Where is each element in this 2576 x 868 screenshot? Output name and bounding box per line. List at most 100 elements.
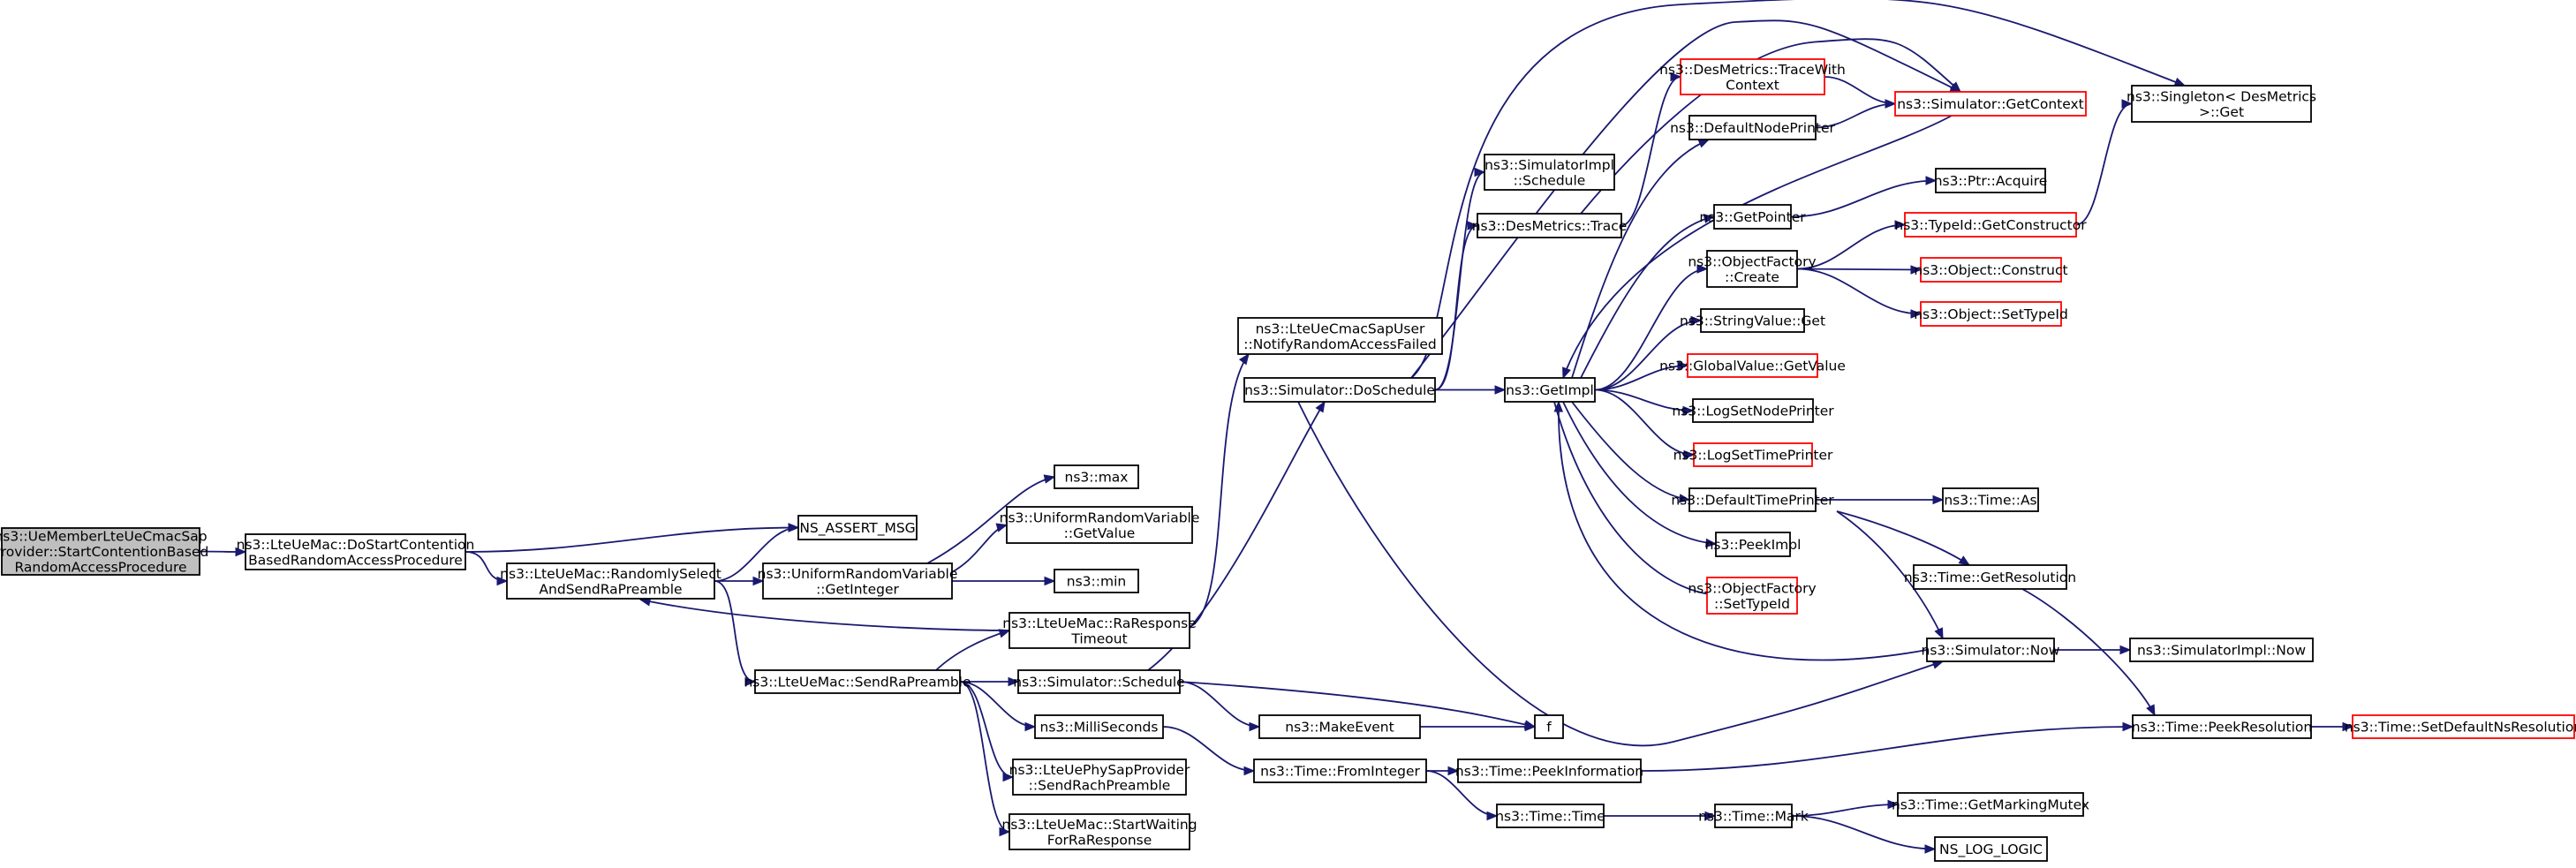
node-timeAs[interactable]: ns3::Time::As — [1942, 487, 2039, 512]
node-logSetTime[interactable]: ns3::LogSetTimePrinter — [1673, 442, 1833, 467]
node-simNow[interactable]: ns3::Simulator::Now — [1922, 638, 2060, 662]
node-simGetCtx[interactable]: ns3::Simulator::GetContext — [1894, 91, 2087, 117]
edge-arrowhead — [1043, 474, 1056, 484]
node-globalValGet[interactable]: ns3::GlobalValue::GetValue — [1659, 353, 1846, 378]
node-label: >::Get — [2199, 104, 2244, 120]
edge-line — [1562, 401, 1717, 545]
edge-arrowhead — [1670, 72, 1682, 82]
node-doStart[interactable]: ns3::LteUeMac::DoStartContentionBasedRan… — [237, 533, 475, 570]
edge-line — [1594, 320, 1702, 391]
node-milli[interactable]: ns3::MilliSeconds — [1034, 714, 1164, 739]
node-box — [1253, 759, 1427, 783]
edge-line — [1189, 353, 1250, 628]
node-simImplSchedule[interactable]: ns3::SimulatorImpl::Schedule — [1484, 154, 1615, 191]
node-objFactSetType[interactable]: ns3::ObjectFactory::SetTypeId — [1688, 577, 1817, 615]
node-label: NS_LOG_LOGIC — [1939, 842, 2043, 858]
edge-arrowhead — [1243, 766, 1256, 776]
node-label: Timeout — [1070, 630, 1127, 646]
edge-line — [1179, 681, 1260, 728]
edge-line — [2075, 102, 2133, 226]
node-getPointer[interactable]: ns3::GetPointer — [1699, 204, 1806, 230]
edge-line — [1571, 401, 1690, 501]
edge-line — [1558, 401, 1928, 661]
node-label: ns3::Ptr::Acquire — [1934, 173, 2048, 189]
node-box — [1904, 212, 2077, 238]
node-simSchedule[interactable]: ns3::Simulator::Schedule — [1013, 669, 1185, 694]
node-sendRa[interactable]: ns3::LteUeMac::SendRaPreamble — [744, 669, 971, 694]
node-randSelect[interactable]: ns3::LteUeMac::RandomlySelectAndSendRaPr… — [500, 562, 721, 600]
node-timeTime[interactable]: ns3::Time::Time — [1495, 804, 1605, 828]
node-label: ns3::Simulator::Now — [1922, 643, 2060, 659]
node-nsAssert[interactable]: NS_ASSERT_MSG — [797, 515, 918, 540]
edge-sendRa-to-sendRach — [959, 681, 1015, 782]
edge-objFactCreate-to-objSetType — [1796, 268, 1923, 319]
node-peekImpl[interactable]: ns3::PeekImpl — [1705, 532, 1802, 557]
node-peekInfo[interactable]: ns3::Time::PeekInformation — [1455, 759, 1643, 783]
node-desTrace[interactable]: ns3::DesMetrics::Trace — [1472, 213, 1628, 238]
edge-getImpl-to-logSetNode — [1594, 389, 1695, 416]
node-uniGetInt[interactable]: ns3::UniformRandomVariable::GetInteger — [758, 562, 958, 600]
edge-arrowhead — [1887, 799, 1900, 810]
node-sendRach[interactable]: ns3::LteUePhySapProvider::SendRachPreamb… — [1009, 759, 1190, 796]
node-ptrAcquire[interactable]: ns3::Ptr::Acquire — [1934, 168, 2048, 193]
node-label: ns3::max — [1065, 470, 1129, 486]
node-label: Context — [1726, 77, 1779, 93]
node-objConstruct[interactable]: ns3::Object::Construct — [1914, 257, 2068, 283]
edge-objFactCreate-to-typeGetCtor — [1796, 220, 1907, 270]
node-label: ForRaResponse — [1047, 832, 1152, 848]
edge-arrowhead — [995, 523, 1008, 532]
node-timeMark[interactable]: ns3::Time::Mark — [1698, 804, 1809, 828]
node-f[interactable]: f — [1534, 714, 1564, 739]
edge-line — [1594, 365, 1688, 391]
node-box — [1457, 759, 1642, 783]
edge-line — [1640, 726, 2134, 772]
edge-line — [465, 526, 799, 553]
edge-defTimePrinter-to-timeGetRes — [1836, 510, 1971, 566]
edge-arrowhead — [1696, 264, 1709, 274]
node-objFactCreate[interactable]: ns3::ObjectFactory::Create — [1688, 250, 1817, 288]
node-getImpl[interactable]: ns3::GetImpl — [1504, 377, 1596, 403]
node-objSetType[interactable]: ns3::Object::SetTypeId — [1914, 301, 2068, 327]
node-doSchedule[interactable]: ns3::Simulator::DoSchedule — [1243, 377, 1436, 403]
node-notifyFail[interactable]: ns3::LteUeCmacSapUser::NotifyRandomAcces… — [1237, 317, 1443, 355]
edge-getImpl-to-getPointer — [1580, 214, 1716, 379]
node-box — [1054, 569, 1139, 593]
node-label: ns3::GlobalValue::GetValue — [1659, 359, 1846, 374]
node-getMutex[interactable]: ns3::Time::GetMarkingMutex — [1892, 792, 2089, 817]
edge-arrowhead — [1910, 309, 1923, 319]
node-singletonGet[interactable]: ns3::Singleton< DesMetrics >::Get — [2127, 85, 2316, 123]
edge-arrowhead — [1315, 400, 1326, 413]
edge-arrowhead — [1682, 405, 1695, 416]
node-box — [2129, 638, 2314, 662]
edge-root-to-doStart — [199, 547, 247, 557]
node-defTimePrinter[interactable]: ns3::DefaultTimePrinter — [1671, 487, 1834, 512]
node-label: NS_ASSERT_MSG — [799, 520, 915, 537]
edge-line — [1580, 38, 1961, 215]
node-box — [245, 533, 466, 570]
node-min[interactable]: ns3::min — [1054, 569, 1139, 593]
node-uniGetVal[interactable]: ns3::UniformRandomVariable::GetValue — [1000, 506, 1200, 544]
node-timeGetRes[interactable]: ns3::Time::GetResolution — [1904, 564, 2076, 590]
node-peekRes[interactable]: ns3::Time::PeekResolution — [2132, 714, 2312, 739]
node-nsLogLogic[interactable]: NS_LOG_LOGIC — [1934, 836, 2048, 862]
node-simImplNow[interactable]: ns3::SimulatorImpl::Now — [2129, 638, 2314, 662]
edge-raTimeout-to-notifyFail — [1189, 352, 1250, 628]
node-strValGet[interactable]: ns3::StringValue::Get — [1680, 308, 1825, 333]
node-defNodePrinter[interactable]: ns3::DefaultNodePrinter — [1670, 115, 1836, 140]
edge-simNow-to-getImpl — [1553, 400, 1928, 661]
edge-timeMark-to-nsLogLogic — [1791, 815, 1937, 854]
node-fromInt[interactable]: ns3::Time::FromInteger — [1253, 759, 1427, 783]
node-typeGetCtor[interactable]: ns3::TypeId::GetConstructor — [1894, 212, 2087, 238]
edge-arrowhead — [1249, 721, 1261, 732]
node-label: f — [1546, 720, 1552, 736]
node-box — [1054, 464, 1139, 489]
node-logSetNode[interactable]: ns3::LogSetNodePrinter — [1672, 398, 1834, 423]
edge-arrowhead — [1486, 811, 1499, 821]
node-makeEvent[interactable]: ns3::MakeEvent — [1258, 714, 1421, 739]
node-setDefNs[interactable]: ns3::Time::SetDefaultNsResolution — [2345, 714, 2576, 739]
node-max[interactable]: ns3::max — [1054, 464, 1139, 489]
node-root[interactable]: ns3::UeMemberLteUeCmacSapProvider::Start… — [0, 527, 208, 576]
